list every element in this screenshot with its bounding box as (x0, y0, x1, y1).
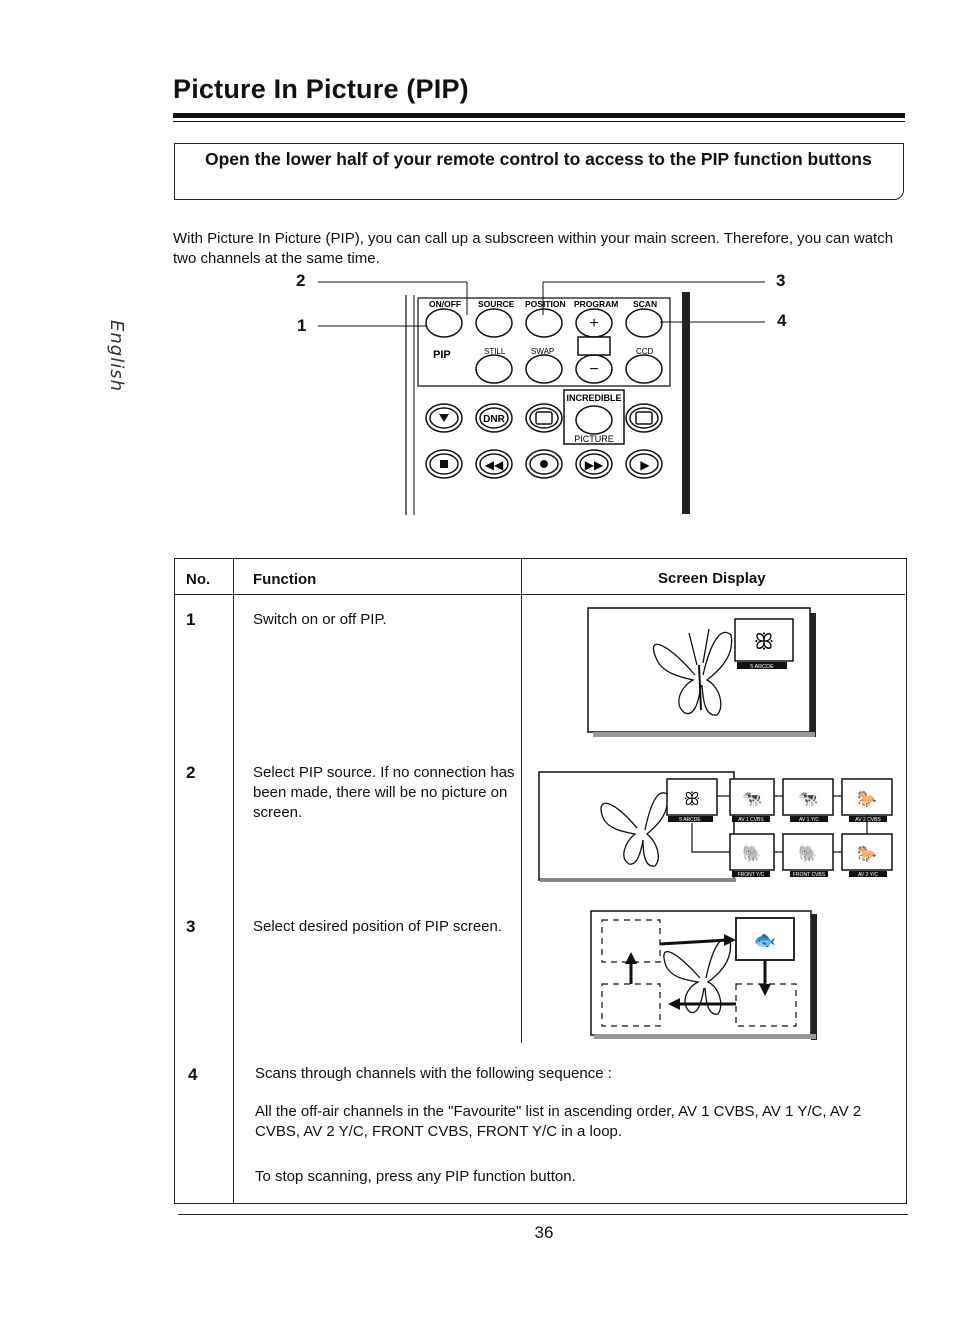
header-screen-display: Screen Display (658, 570, 766, 587)
remote-callout-4: 4 (777, 311, 787, 330)
remote-label-incredible: INCREDIBLE (566, 393, 621, 403)
screen-display-2: ꕥ 5 ARCDE 🐄 🐄 🐎 AV 1 CVBS AV 1 Y/C AV 2 … (538, 771, 893, 882)
svg-text:🐄: 🐄 (798, 791, 818, 808)
screen2-label-3: AV 1 Y/C (799, 817, 819, 823)
row-4-line-1: Scans through channels with the followin… (255, 1065, 612, 1082)
svg-text:ꕥ: ꕥ (754, 629, 774, 654)
row-1-function: Switch on or off PIP. (253, 611, 387, 628)
remote-control-illustration: + − ON/OFF SOURCE POSITION PROGRAM SCAN … (318, 281, 765, 515)
row-1-number: 1 (186, 610, 196, 629)
svg-text:−: − (589, 361, 598, 378)
header-function: Function (253, 571, 317, 588)
svg-text:ꕥ: ꕥ (684, 789, 701, 809)
svg-text:🐎: 🐎 (857, 790, 877, 808)
intro-paragraph: With Picture In Picture (PIP), you can c… (173, 230, 894, 267)
svg-text:▶▶: ▶▶ (585, 458, 604, 472)
svg-text:◀◀: ◀◀ (485, 458, 504, 472)
header-no: No. (186, 571, 211, 588)
screen2-label-1: 5 ARCDE (679, 817, 701, 823)
title-rule-thin (173, 121, 905, 122)
screen2-label-2: AV 1 CVBS (738, 817, 764, 823)
svg-text:🐄: 🐄 (742, 791, 762, 808)
row-4-number: 4 (188, 1065, 198, 1084)
screen2-label-6: FRONT CVBS (793, 872, 826, 878)
remote-label-pip: PIP (433, 349, 451, 361)
footer-rule (178, 1214, 908, 1215)
svg-text:🐎: 🐎 (857, 845, 877, 863)
remote-label-still: STILL (484, 347, 506, 356)
svg-text:🐘: 🐘 (798, 845, 818, 863)
row-3-function: Select desired position of PIP screen. (253, 918, 503, 935)
page-title: Picture In Picture (PIP) (173, 74, 469, 104)
page-number: 36 (534, 1223, 554, 1242)
svg-text:🐘: 🐘 (742, 845, 762, 863)
remote-label-scan: SCAN (633, 299, 657, 309)
callout-box: Open the lower half of your remote contr… (174, 143, 904, 200)
title-rule (173, 113, 905, 118)
svg-text:▶: ▶ (640, 458, 650, 472)
remote-label-swap: SWAP (531, 347, 554, 356)
screen2-label-7: AV 2 Y/C (858, 872, 878, 878)
row-4-line-2: All the off-air channels in the "Favouri… (255, 1103, 862, 1140)
remote-label-ccd: CCD (636, 347, 654, 356)
svg-text:🐟: 🐟 (754, 930, 776, 950)
remote-label-picture: PICTURE (574, 434, 614, 444)
remote-label-source: SOURCE (478, 299, 515, 309)
screen2-label-4: AV 2 CVBS (855, 817, 881, 823)
screen-display-1: ꕥ 5 ARCDE (587, 607, 816, 737)
row-2-function: Select PIP source. If no connection has … (253, 764, 515, 821)
screen2-label-5: FRONT Y/C (738, 872, 765, 878)
remote-label-onoff: ON/OFF (429, 299, 461, 309)
remote-label-program: PROGRAM (574, 299, 618, 309)
svg-text:+: + (589, 315, 598, 332)
callout-text: Open the lower half of your remote contr… (205, 149, 872, 169)
row-4-line-3: To stop scanning, press any PIP function… (255, 1168, 576, 1185)
remote-callout-1: 1 (297, 316, 307, 335)
remote-callout-2: 2 (296, 271, 306, 290)
screen-display-3: 🐟 (590, 910, 817, 1040)
remote-label-dnr: DNR (483, 414, 505, 425)
row-3-number: 3 (186, 917, 196, 936)
function-table: No. Function Screen Display 1 Switch on … (174, 558, 907, 1204)
remote-label-position: POSITION (525, 299, 566, 309)
remote-callout-3: 3 (776, 271, 786, 290)
row-2-number: 2 (186, 763, 196, 782)
screen1-label: 5 ARCDE (750, 664, 774, 670)
side-language-label: English (106, 320, 127, 392)
